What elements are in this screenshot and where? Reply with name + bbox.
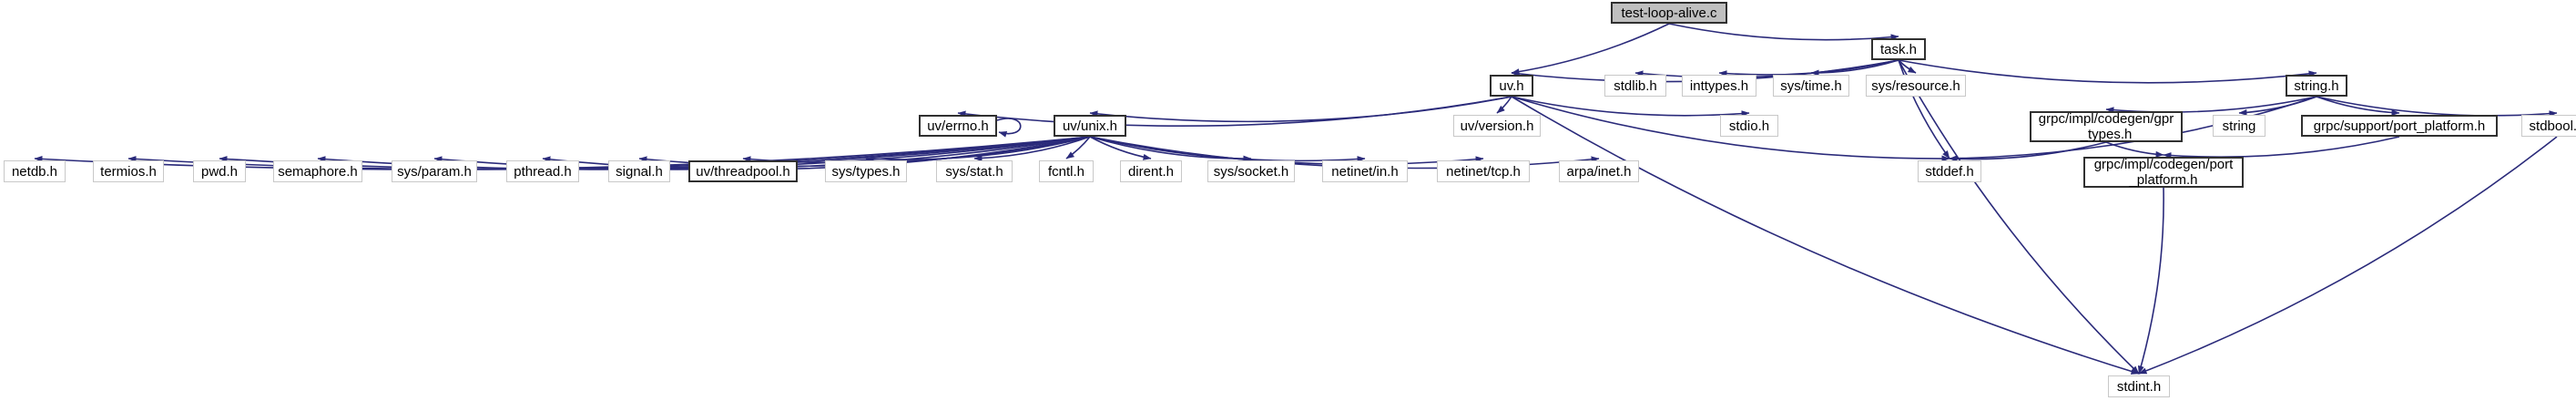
- graph-node[interactable]: sys/types.h: [825, 160, 907, 182]
- graph-node[interactable]: arpa/inet.h: [1559, 160, 1639, 182]
- graph-node[interactable]: uv.h: [1490, 75, 1533, 97]
- graph-edge: [1949, 141, 2107, 162]
- graph-node[interactable]: uv/version.h: [1453, 115, 1541, 137]
- graph-edge: [2163, 136, 2400, 159]
- graph-edge: [1511, 96, 1950, 162]
- graph-edge: [2316, 96, 2558, 118]
- graph-edge: [2105, 96, 2317, 114]
- graph-node[interactable]: inttypes.h: [1682, 75, 1756, 97]
- graph-node[interactable]: termios.h: [93, 160, 164, 182]
- graph-edge: [1065, 136, 1091, 159]
- graph-node[interactable]: semaphore.h: [273, 160, 362, 182]
- graph-node[interactable]: fcntl.h: [1039, 160, 1094, 182]
- graph-node[interactable]: stdint.h: [2108, 375, 2170, 397]
- graph-edge: [973, 136, 1091, 162]
- graph-edge: [2137, 187, 2164, 375]
- graph-edge: [1718, 59, 1899, 77]
- graph-node[interactable]: task.h: [1871, 38, 1926, 60]
- graph-node[interactable]: stdio.h: [1720, 115, 1778, 137]
- graph-node[interactable]: sys/resource.h: [1866, 75, 1966, 97]
- graph-edge: [1810, 59, 1899, 77]
- graph-node[interactable]: string.h: [2286, 75, 2347, 97]
- graph-node[interactable]: sys/param.h: [392, 160, 477, 182]
- graph-node[interactable]: uv/threadpool.h: [688, 160, 798, 182]
- graph-edge: [1898, 59, 2317, 84]
- graph-node[interactable]: test-loop-alive.c: [1611, 2, 1727, 24]
- graph-edge: [1511, 96, 2140, 375]
- graph-node[interactable]: stdlib.h: [1604, 75, 1666, 97]
- graph-node[interactable]: sys/socket.h: [1207, 160, 1295, 182]
- graph-edge: [1089, 96, 1512, 123]
- graph-node[interactable]: pwd.h: [193, 160, 246, 182]
- graph-node[interactable]: netinet/in.h: [1322, 160, 1408, 182]
- graph-node[interactable]: pthread.h: [506, 160, 579, 182]
- graph-edge: [1511, 96, 1750, 118]
- graph-node[interactable]: sys/time.h: [1773, 75, 1849, 97]
- graph-node[interactable]: uv/unix.h: [1054, 115, 1126, 137]
- graph-node[interactable]: string: [2213, 115, 2265, 137]
- graph-edge: [1511, 23, 1670, 76]
- graph-node[interactable]: sys/stat.h: [936, 160, 1013, 182]
- graph-node[interactable]: uv/errno.h: [919, 115, 997, 137]
- graph-edge: [1496, 96, 1512, 114]
- graph-node[interactable]: stdbool.h: [2521, 115, 2576, 137]
- graph-node[interactable]: signal.h: [608, 160, 670, 182]
- graph-node[interactable]: grpc/impl/codegen/port _platform.h: [2083, 157, 2244, 188]
- graph-node[interactable]: grpc/support/port_platform.h: [2301, 115, 2498, 137]
- graph-node[interactable]: netdb.h: [4, 160, 66, 182]
- graph-node[interactable]: grpc/impl/codegen/gpr _types.h: [2030, 111, 2183, 142]
- graph-node[interactable]: stddef.h: [1918, 160, 1981, 182]
- graph-edge: [996, 118, 1022, 138]
- graph-edge: [1668, 23, 1899, 41]
- graph-edge: [2105, 141, 2164, 158]
- graph-edge: [1898, 59, 1950, 159]
- graph-edge: [2138, 136, 2558, 375]
- graph-edge: [1089, 136, 1152, 160]
- graph-node[interactable]: netinet/tcp.h: [1437, 160, 1530, 182]
- graph-edge: [1898, 59, 2140, 375]
- graph-edge: [2316, 96, 2400, 117]
- graph-node[interactable]: dirent.h: [1120, 160, 1182, 182]
